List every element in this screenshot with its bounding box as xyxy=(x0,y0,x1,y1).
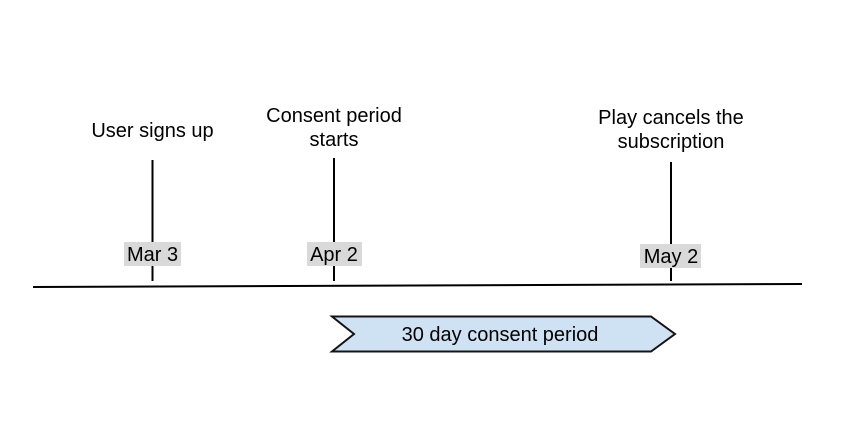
timeline-axis xyxy=(32,283,803,288)
event-play-cancels-subscription-title-line1: Play cancels the xyxy=(598,107,744,129)
event-play-cancels-subscription-title-line2: subscription xyxy=(618,131,725,153)
event-user-signs-up: User signs up Mar 3 xyxy=(91,120,214,281)
event-user-signs-up-date: Mar 3 xyxy=(127,244,178,266)
event-play-cancels-subscription: Play cancels the subscription May 2 xyxy=(598,107,744,281)
event-user-signs-up-title: User signs up xyxy=(91,120,213,142)
event-user-signs-up-date-badge xyxy=(124,242,181,266)
event-consent-period-starts-title-line1: Consent period xyxy=(266,105,402,127)
event-consent-period-starts-date: Apr 2 xyxy=(310,244,358,266)
event-consent-period-starts: Consent period starts Apr 2 xyxy=(266,105,402,281)
event-play-cancels-subscription-date-badge xyxy=(640,244,701,268)
consent-period-ribbon: 30 day consent period xyxy=(329,315,677,353)
event-play-cancels-subscription-date: May 2 xyxy=(644,246,698,268)
event-consent-period-starts-title-line2: starts xyxy=(310,129,359,151)
event-consent-period-starts-date-badge xyxy=(307,242,362,266)
consent-period-label: 30 day consent period xyxy=(402,324,599,346)
consent-period-arrow-shape xyxy=(329,315,677,353)
